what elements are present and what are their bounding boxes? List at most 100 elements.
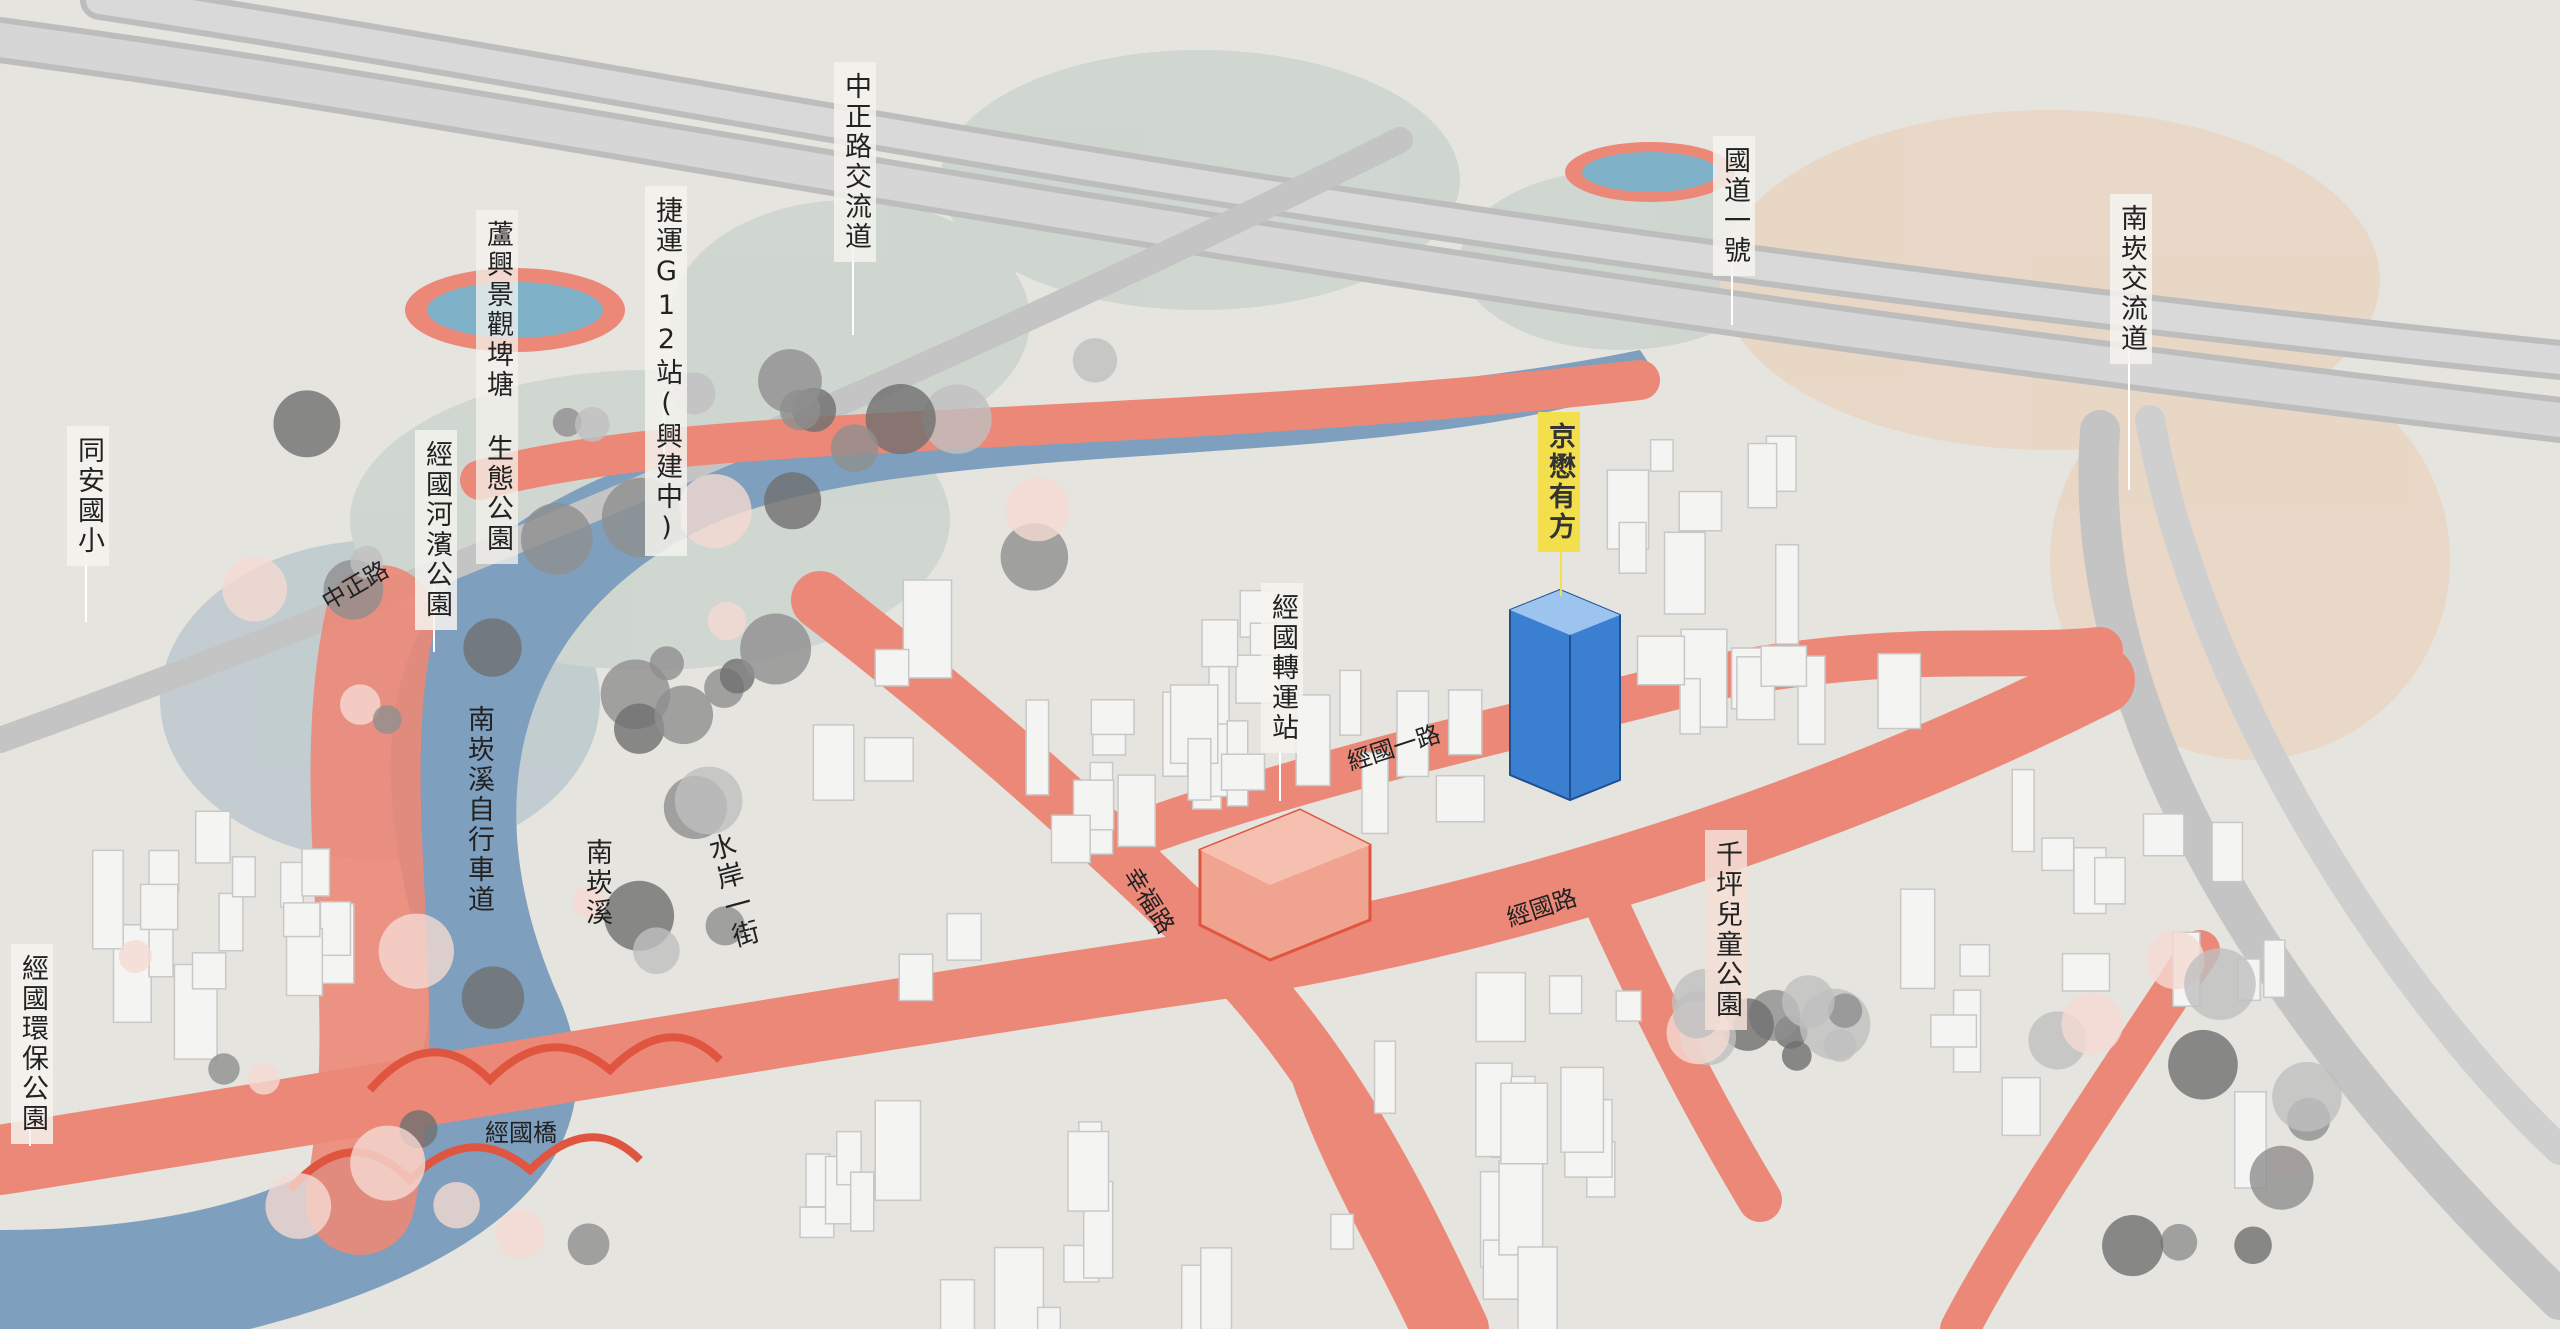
tree [1000,523,1069,591]
building [2061,952,2111,992]
label-mrt-g12: 捷運G12站(興建中) [645,186,687,556]
tree [118,940,152,973]
building [139,883,179,931]
tree [273,390,341,458]
building [993,1246,1045,1329]
tree [520,503,593,575]
buildings [91,435,2286,1329]
building [863,736,914,782]
building [1760,645,1808,687]
label-tongan-school: 同安國小 [67,426,109,566]
tree [573,885,606,919]
building [1774,543,1800,645]
pin-line [85,547,87,622]
label-luxing-pond-line2: 生態公園 [482,434,513,554]
tree [463,618,522,677]
building [279,861,304,908]
building [812,724,855,801]
label-nankan-bikeway: 南崁溪自行車道 [463,705,494,915]
tree [922,384,992,454]
project-tower [1509,588,1621,802]
building [1899,888,1936,990]
building [91,849,124,950]
red-roads [0,360,2220,1329]
label-zhongzheng-interchange: 中正路交流道 [834,62,876,262]
pin-line [1731,245,1733,325]
building [1498,1160,1544,1256]
tree [567,1223,610,1266]
tree [574,407,610,442]
pin-line [1279,751,1281,801]
tree [830,424,879,473]
building [1330,1213,1355,1250]
tree [1072,338,1118,383]
tree [633,927,680,974]
tree [758,349,822,413]
building [1678,490,1723,532]
building [285,927,324,997]
building [1090,699,1135,736]
tree [495,1209,545,1259]
building [1747,442,1778,509]
building [1339,669,1362,736]
label-jingguo-transit: 經國轉運站 [1261,583,1303,753]
building [898,953,934,1002]
tree [552,407,582,437]
label-luxing-pond-line1: 蘆興景觀埤塘 [482,220,513,400]
tree [674,766,743,835]
tree [613,703,665,754]
tree [2272,1062,2342,1132]
building [1877,652,1922,730]
building [874,1099,922,1202]
building [194,810,231,864]
tree [2234,1226,2272,1265]
building [1517,1246,1558,1329]
building [1560,1066,1605,1153]
tree [677,474,752,549]
tree [649,646,684,681]
tree [1823,1028,1857,1062]
tree [654,685,714,745]
tree [1005,477,1070,542]
building [946,912,982,961]
label-project[interactable]: 京懋有方 [1538,412,1580,552]
building [2093,856,2126,905]
label-jingguo-eco-park: 經國環保公園 [11,944,53,1144]
building [1615,990,1642,1022]
tree [2102,1215,2164,1277]
tree [372,705,402,734]
building [1200,1247,1233,1329]
building [1373,1040,1397,1114]
label-jingguo-riverside-park: 經國河濱公園 [415,430,457,630]
label-qianping-park: 千坪兒童公園 [1705,830,1747,1030]
building [1220,753,1266,791]
tree [222,556,288,622]
tree [1781,1041,1812,1071]
tree [2184,948,2256,1020]
building [1618,521,1647,574]
tree [2168,1029,2238,1100]
building [218,892,244,952]
label-nankan-creek: 南崁溪 [581,838,612,928]
pin-line [1560,531,1562,596]
building [874,648,910,687]
building [231,856,256,898]
road-label-jingguo-bridge: 經國橋 [485,1119,557,1147]
building [1050,814,1091,864]
building [282,902,321,938]
pin-line [852,220,854,335]
building [1361,751,1389,835]
tree [740,613,812,685]
building [191,952,227,990]
building [1025,699,1050,796]
pond-north [1565,142,1735,202]
building [1663,531,1706,615]
transit-station [1198,808,1372,962]
building [301,848,331,897]
tree [350,1125,426,1201]
building [849,1171,875,1232]
tree [208,1053,240,1085]
tree [340,684,381,725]
pin-line [2128,330,2130,490]
tree [1827,993,1863,1028]
